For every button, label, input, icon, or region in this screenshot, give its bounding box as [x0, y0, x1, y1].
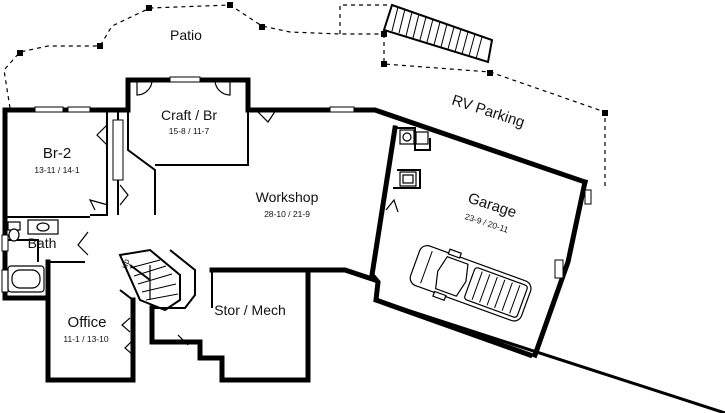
doors: [77, 79, 399, 356]
office-label: Office: [68, 314, 107, 331]
windows: [1, 76, 592, 293]
rv-post: [602, 110, 608, 116]
bath-fixtures: [7, 219, 59, 293]
laundry-fixtures: [399, 129, 429, 187]
rv-post: [381, 61, 387, 67]
patio-post: [97, 43, 103, 49]
rv-parking-label: RV Parking: [450, 92, 527, 132]
workshop-label: Workshop: [256, 189, 319, 205]
exterior-stairs: [339, 3, 494, 64]
stor-mech-label: Stor / Mech: [214, 302, 286, 318]
driveway-line: [375, 298, 725, 413]
patio-post: [17, 50, 23, 56]
br2-label: Br-2: [43, 145, 71, 162]
patio-post: [146, 5, 152, 11]
patio-post: [227, 2, 233, 8]
craft-br-dims: 15-8 / 11-7: [169, 126, 210, 136]
craft-br-label: Craft / Br: [161, 107, 217, 123]
office-dims: 11-1 / 13-10: [63, 334, 108, 344]
patio-post: [259, 24, 265, 30]
patio-outline: [3, 4, 384, 109]
bath-label: Bath: [28, 235, 57, 251]
interior-stairs: up: [118, 248, 181, 312]
patio-label: Patio: [170, 27, 202, 43]
workshop-dims: 28-10 / 21-9: [264, 209, 310, 219]
rv-post: [487, 70, 493, 76]
br2-dims: 13-11 / 14-1: [34, 165, 79, 175]
stair-up-label: up: [119, 257, 132, 270]
truck-icon: [409, 245, 532, 322]
